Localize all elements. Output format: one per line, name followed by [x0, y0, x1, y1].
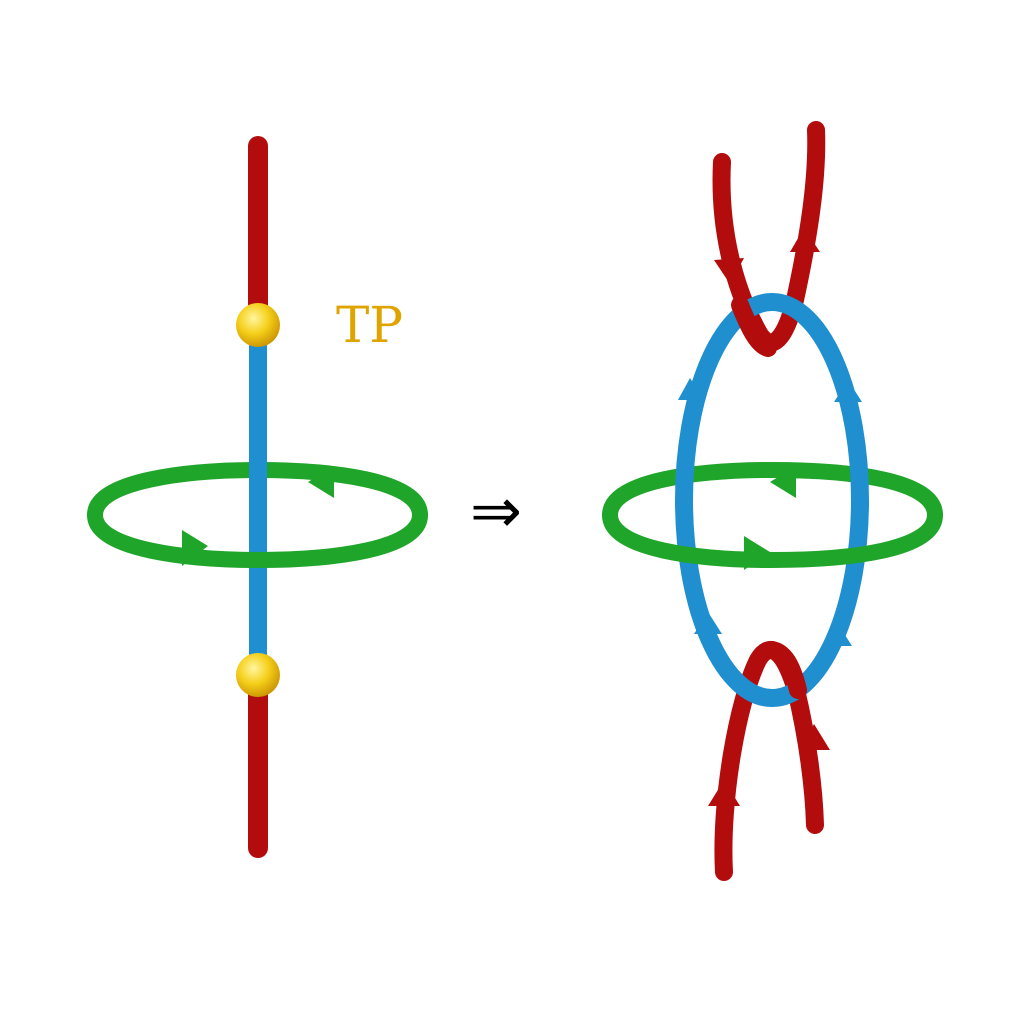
right-red-strand-top-front — [731, 296, 777, 357]
left-green-arrow-back — [308, 466, 334, 498]
right-red-strand-top — [712, 121, 826, 352]
left-green-loop-front — [87, 507, 428, 569]
right-panel — [602, 121, 943, 881]
tp-point-bottom — [236, 653, 280, 697]
tp-point-top — [236, 303, 280, 347]
left-green-arrow-front — [182, 530, 208, 566]
left-panel: TP — [87, 136, 428, 858]
right-red-arrow-bottom-left — [708, 780, 740, 806]
right-red-arrow-top-left — [714, 258, 744, 284]
right-red-strand-bottom-front — [763, 641, 807, 699]
right-red-arrow-bottom-right — [800, 724, 830, 750]
right-green-arrow-front — [744, 536, 770, 570]
right-blue-arrow-lower-right — [824, 624, 852, 646]
right-green-loop-front — [602, 507, 943, 569]
tp-label: TP — [336, 296, 403, 354]
right-green-loop-back — [602, 461, 943, 523]
right-blue-arrow-upper-right — [834, 380, 862, 402]
right-blue-loop — [675, 293, 869, 707]
right-blue-arrow-lower-left — [694, 612, 722, 634]
implies-arrow: ⇒ — [470, 474, 522, 547]
right-green-arrow-back — [770, 466, 796, 498]
right-blue-arrow-upper-left — [678, 378, 704, 400]
right-red-arrow-top-right — [790, 228, 820, 252]
